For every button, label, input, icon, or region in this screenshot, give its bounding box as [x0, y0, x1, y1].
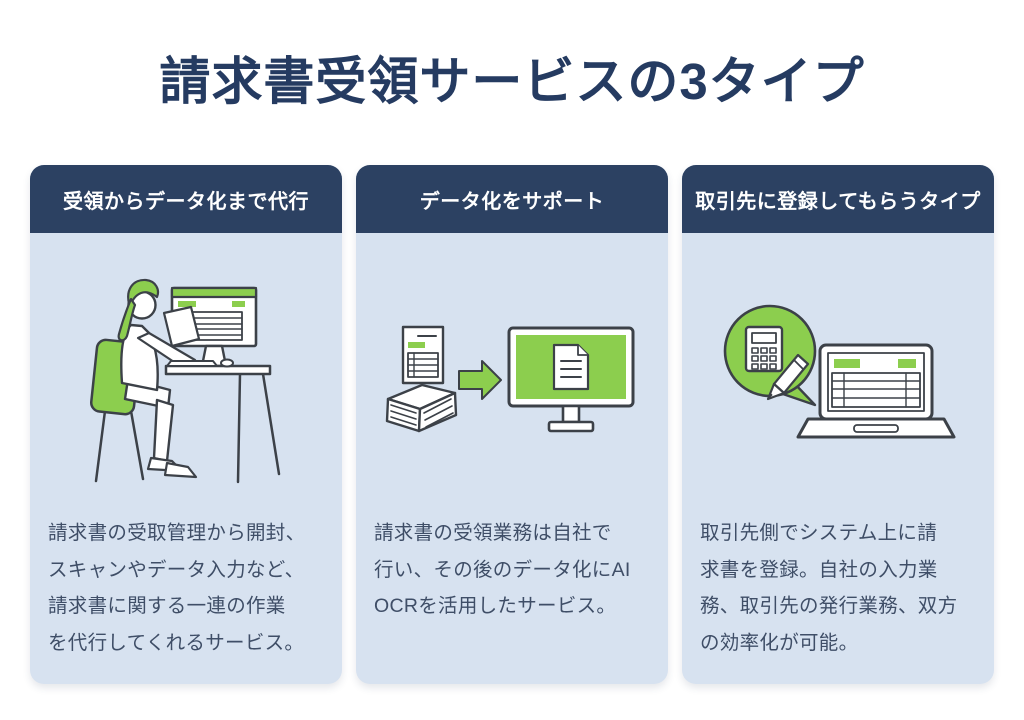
spreadsheet-grid [831, 372, 921, 408]
desk [164, 364, 272, 376]
woman-at-desk-svg [89, 278, 281, 484]
card-body: 請求書の受領業務は自社で 行い、その後のデータ化にAI OCRを活用したサービス… [356, 233, 668, 684]
documents-to-monitor-illustration [356, 233, 668, 513]
invoice-paper [162, 305, 201, 348]
card-outsourcing: 受領からデータ化まで代行 [30, 165, 342, 684]
card-description: 請求書の受取管理から開封、 スキャンやデータ入力など、 請求書に関する一連の作業… [48, 522, 306, 654]
cards-row: 受領からデータ化まで代行 [30, 165, 994, 684]
card-header: データ化をサポート [356, 165, 668, 233]
card-body: 取引先側でシステム上に請 求書を登録。自社の入力業 務、取引先の発行業務、双方 … [682, 233, 994, 684]
card-header: 受領からデータ化まで代行 [30, 165, 342, 233]
card-description: 取引先側でシステム上に請 求書を登録。自社の入力業 務、取引先の発行業務、双方 … [700, 522, 958, 654]
card-header-label: 取引先に登録してもらうタイプ [695, 190, 981, 213]
card-description: 請求書の受領業務は自社で 行い、その後のデータ化にAI OCRを活用したサービス… [374, 522, 631, 617]
hair [127, 278, 160, 309]
card-header: 取引先に登録してもらうタイプ [682, 165, 994, 233]
calculator-laptop-svg [723, 304, 956, 439]
card-header-label: 受領からデータ化まで代行 [63, 190, 309, 213]
documents-to-monitor-svg [385, 325, 635, 433]
card-header-label: データ化をサポート [419, 190, 605, 213]
card-body: 請求書の受取管理から開封、 スキャンやデータ入力など、 請求書に関する一連の作業… [30, 233, 342, 684]
woman-at-desk-illustration [30, 233, 342, 513]
card-data-support: データ化をサポート [356, 165, 668, 684]
arrow-right-icon [458, 360, 502, 400]
page-title: 請求書受領サービスの3タイプ [159, 53, 865, 110]
card-supplier-registration: 取引先に登録してもらうタイプ [682, 165, 994, 684]
calculator-laptop-illustration [682, 233, 994, 513]
